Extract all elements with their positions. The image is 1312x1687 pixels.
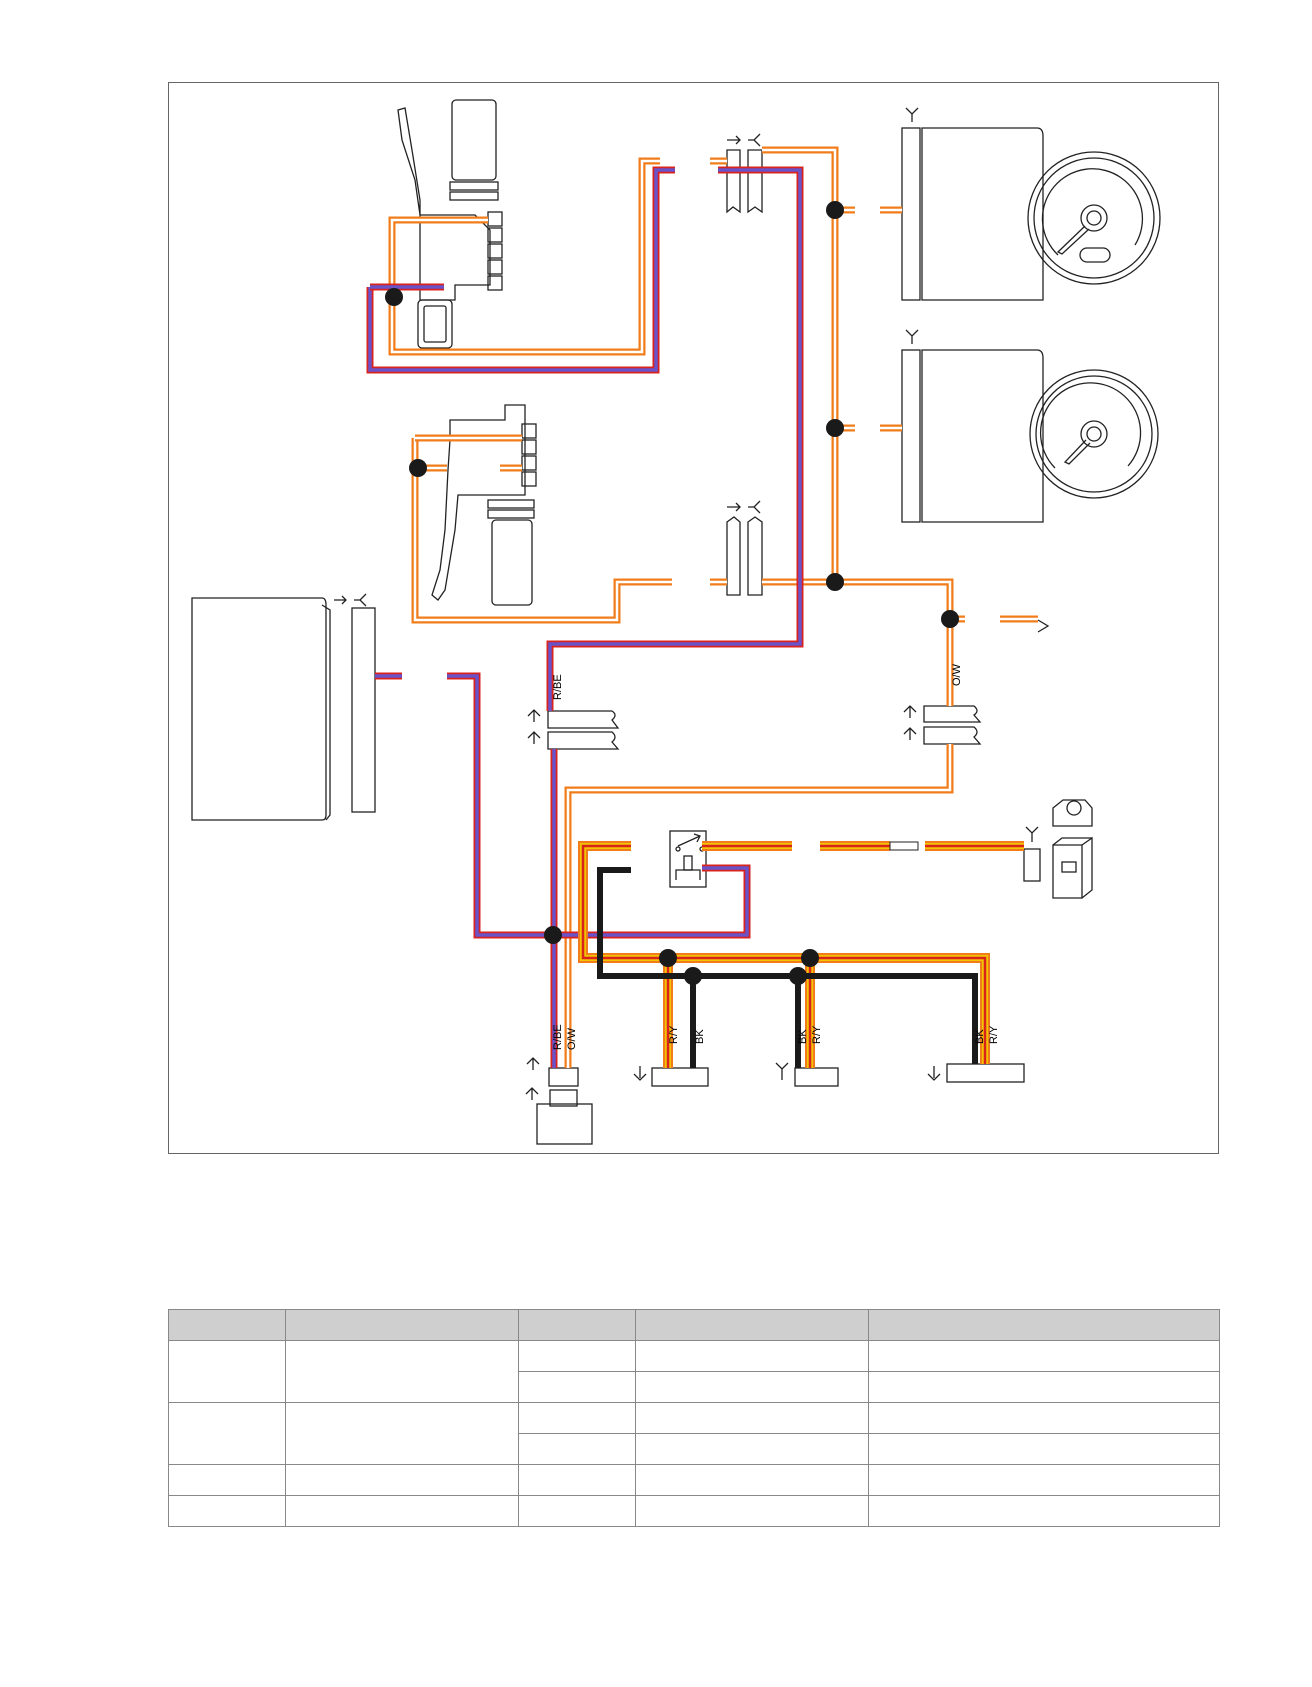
splice-dot <box>659 949 677 967</box>
legend-table <box>168 1309 1220 1527</box>
ignition-switch <box>1023 799 1093 899</box>
table-row <box>168 1340 1220 1403</box>
relay <box>669 830 707 888</box>
table-cell <box>518 1433 636 1465</box>
connector-left-lower <box>527 709 620 750</box>
right-hand-control-switch <box>431 404 537 606</box>
splice-dot <box>801 949 819 967</box>
table-cell <box>635 1402 869 1434</box>
bottom-connectors <box>525 619 1050 1145</box>
fuse <box>889 841 919 851</box>
wire-segment <box>388 157 660 356</box>
table-cell <box>868 1464 1220 1496</box>
table-cell <box>868 1340 1220 1372</box>
table-row <box>168 1495 1220 1527</box>
table-header-cell <box>285 1309 519 1341</box>
splice-dot <box>409 459 427 477</box>
table-cell <box>635 1371 869 1403</box>
wire-segment <box>597 867 978 1064</box>
label-r-be-upper: R/BE <box>552 674 564 700</box>
table-cell <box>518 1340 636 1372</box>
label-o-w-lower: O/W <box>566 1027 578 1050</box>
wire-segment <box>366 166 675 374</box>
splice-dot <box>941 610 959 628</box>
table-cell <box>285 1495 519 1527</box>
wire-segment <box>581 844 987 1064</box>
label-o-w-upper: O/W <box>951 663 963 686</box>
table-header-cell <box>168 1309 286 1341</box>
table-header-cell <box>518 1309 636 1341</box>
table-row <box>168 1402 1220 1465</box>
splice-dot <box>826 573 844 591</box>
table-cell <box>168 1464 286 1496</box>
table-cell <box>635 1433 869 1465</box>
tachometer-gauge <box>901 329 1159 523</box>
wire-segment <box>447 674 749 937</box>
label-bk-3: BK <box>974 1029 986 1044</box>
wire-segment <box>368 168 675 372</box>
label-bk-2: BK <box>797 1029 809 1044</box>
table-cell <box>868 1371 1220 1403</box>
wire-segment <box>390 159 660 354</box>
wire-segment <box>546 166 804 711</box>
table-header-row <box>168 1309 1220 1341</box>
table-cell <box>518 1495 636 1527</box>
label-bk-1: BK <box>694 1029 706 1044</box>
wire-segment <box>762 148 837 582</box>
connector-middle <box>726 500 763 596</box>
left-hand-control-switch <box>397 99 503 349</box>
table-cell <box>518 1371 636 1403</box>
label-r-be-lower: R/BE <box>552 1024 564 1050</box>
label-r-y-2: R/Y <box>811 1025 823 1044</box>
wire-segment <box>413 438 672 622</box>
splice-dot <box>544 926 562 944</box>
splice-dot <box>385 288 403 306</box>
table-cell <box>518 1402 636 1434</box>
connector-top <box>726 133 763 214</box>
wire-harness <box>366 146 1038 1068</box>
label-r-y-1: R/Y <box>668 1025 680 1044</box>
table-row <box>168 1464 1220 1496</box>
table-cell <box>285 1340 519 1403</box>
splice-dot <box>826 201 844 219</box>
wire-segment <box>762 580 952 706</box>
wire-labels: R/BE O/W R/BE O/W R/Y BK BK R/Y BK R/Y <box>552 663 1000 1050</box>
speedometer-gauge <box>901 107 1161 301</box>
table-cell <box>635 1495 869 1527</box>
table-cell <box>868 1402 1220 1434</box>
table-cell <box>635 1340 869 1372</box>
splice-dot <box>826 419 844 437</box>
table-cell <box>285 1402 519 1465</box>
table-cell <box>285 1464 519 1496</box>
table-cell <box>168 1402 286 1465</box>
table-cell <box>868 1495 1220 1527</box>
wire-segment <box>411 438 672 624</box>
table-cell <box>168 1340 286 1403</box>
label-r-y-3: R/Y <box>988 1025 1000 1044</box>
splice-dot <box>684 967 702 985</box>
table-header-cell <box>868 1309 1220 1341</box>
wire-segment <box>566 744 952 1068</box>
table-cell <box>868 1433 1220 1465</box>
splice-points <box>385 201 959 985</box>
wire-segment <box>564 744 954 1068</box>
table-header-cell <box>635 1309 869 1341</box>
radio-module <box>191 593 376 821</box>
wire-segment <box>580 843 988 1064</box>
table-cell <box>635 1464 869 1496</box>
splice-dot <box>789 967 807 985</box>
table-cell <box>518 1464 636 1496</box>
wire-segment <box>548 168 802 711</box>
connector-right-lower <box>903 705 982 745</box>
table-cell <box>168 1495 286 1527</box>
table-row <box>169 1433 1220 1465</box>
